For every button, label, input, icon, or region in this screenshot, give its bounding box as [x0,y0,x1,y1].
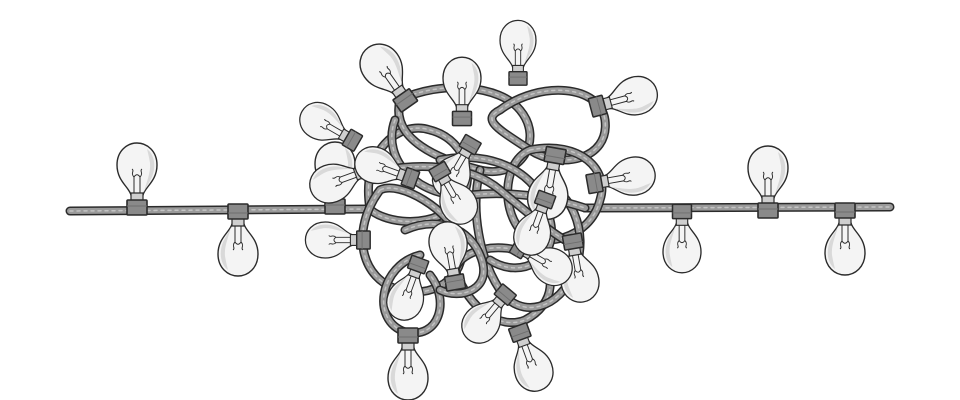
tangle-loop-11 [355,162,580,250]
light-bulb-icon [354,146,421,190]
light-bulb-icon [217,203,259,277]
light-bulb-icon [662,203,702,274]
tangle-loop-10 [435,153,556,273]
light-bulb-icon [304,221,371,259]
light-bulb-icon [587,75,658,118]
light-bulb-icon [299,101,364,152]
light-bulb-icon [428,160,479,225]
light-bulb-icon [359,43,419,113]
light-bulb-icon [116,142,158,216]
light-bulb-icon [747,145,789,219]
light-bulb-icon [824,202,866,276]
tangle-loop-12 [400,219,489,299]
bulb-layer [116,19,866,400]
light-bulb-icon [442,56,482,127]
tangle-loop-3 [487,85,610,165]
light-bulb-icon [499,19,537,86]
light-bulb-icon [507,322,554,392]
light-bulb-icon [513,189,557,256]
light-bulb-icon [585,156,656,196]
main-cord-left [65,204,375,216]
tangle-loop-8 [471,165,585,312]
light-bulb-icon [387,327,429,400]
light-bulb-icon [428,221,468,292]
light-bulb-icon [386,254,430,321]
light-bulb-icon [461,283,517,344]
